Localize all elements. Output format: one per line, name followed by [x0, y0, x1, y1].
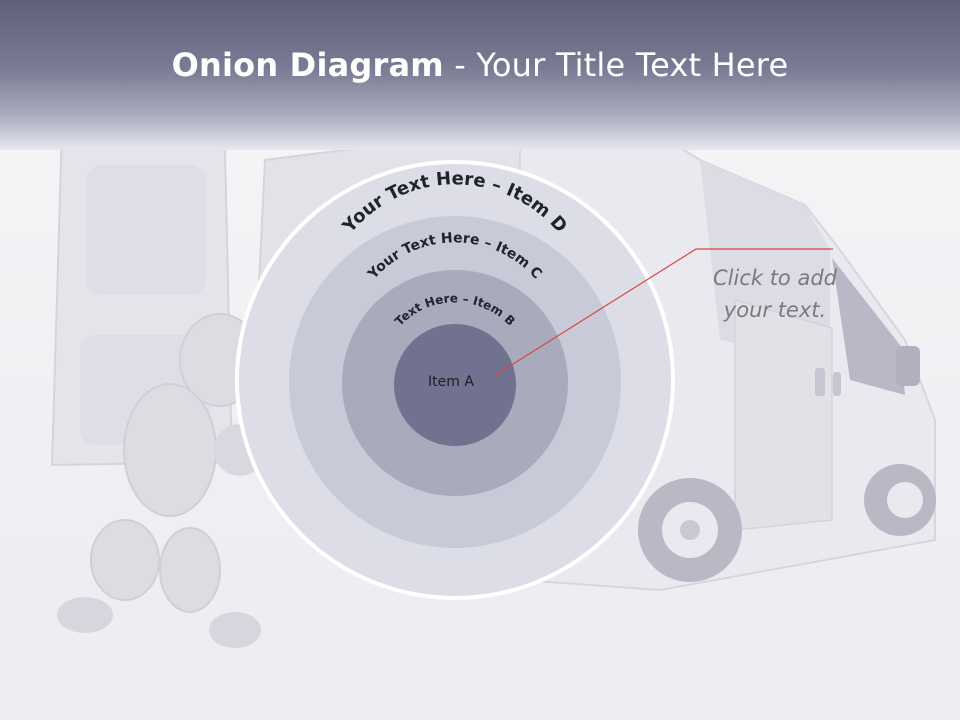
slide-title[interactable]: Onion Diagram - Your Title Text Here: [0, 46, 960, 84]
layer-a-label: Item A: [428, 374, 474, 390]
onion-layer-a[interactable]: [394, 324, 516, 446]
title-rest: - Your Title Text Here: [443, 46, 789, 84]
callout-text-placeholder[interactable]: Click to add your text.: [712, 266, 837, 322]
callout-leader-line: [493, 248, 833, 377]
title-bold: Onion Diagram: [171, 46, 444, 84]
title-band: [0, 0, 960, 150]
